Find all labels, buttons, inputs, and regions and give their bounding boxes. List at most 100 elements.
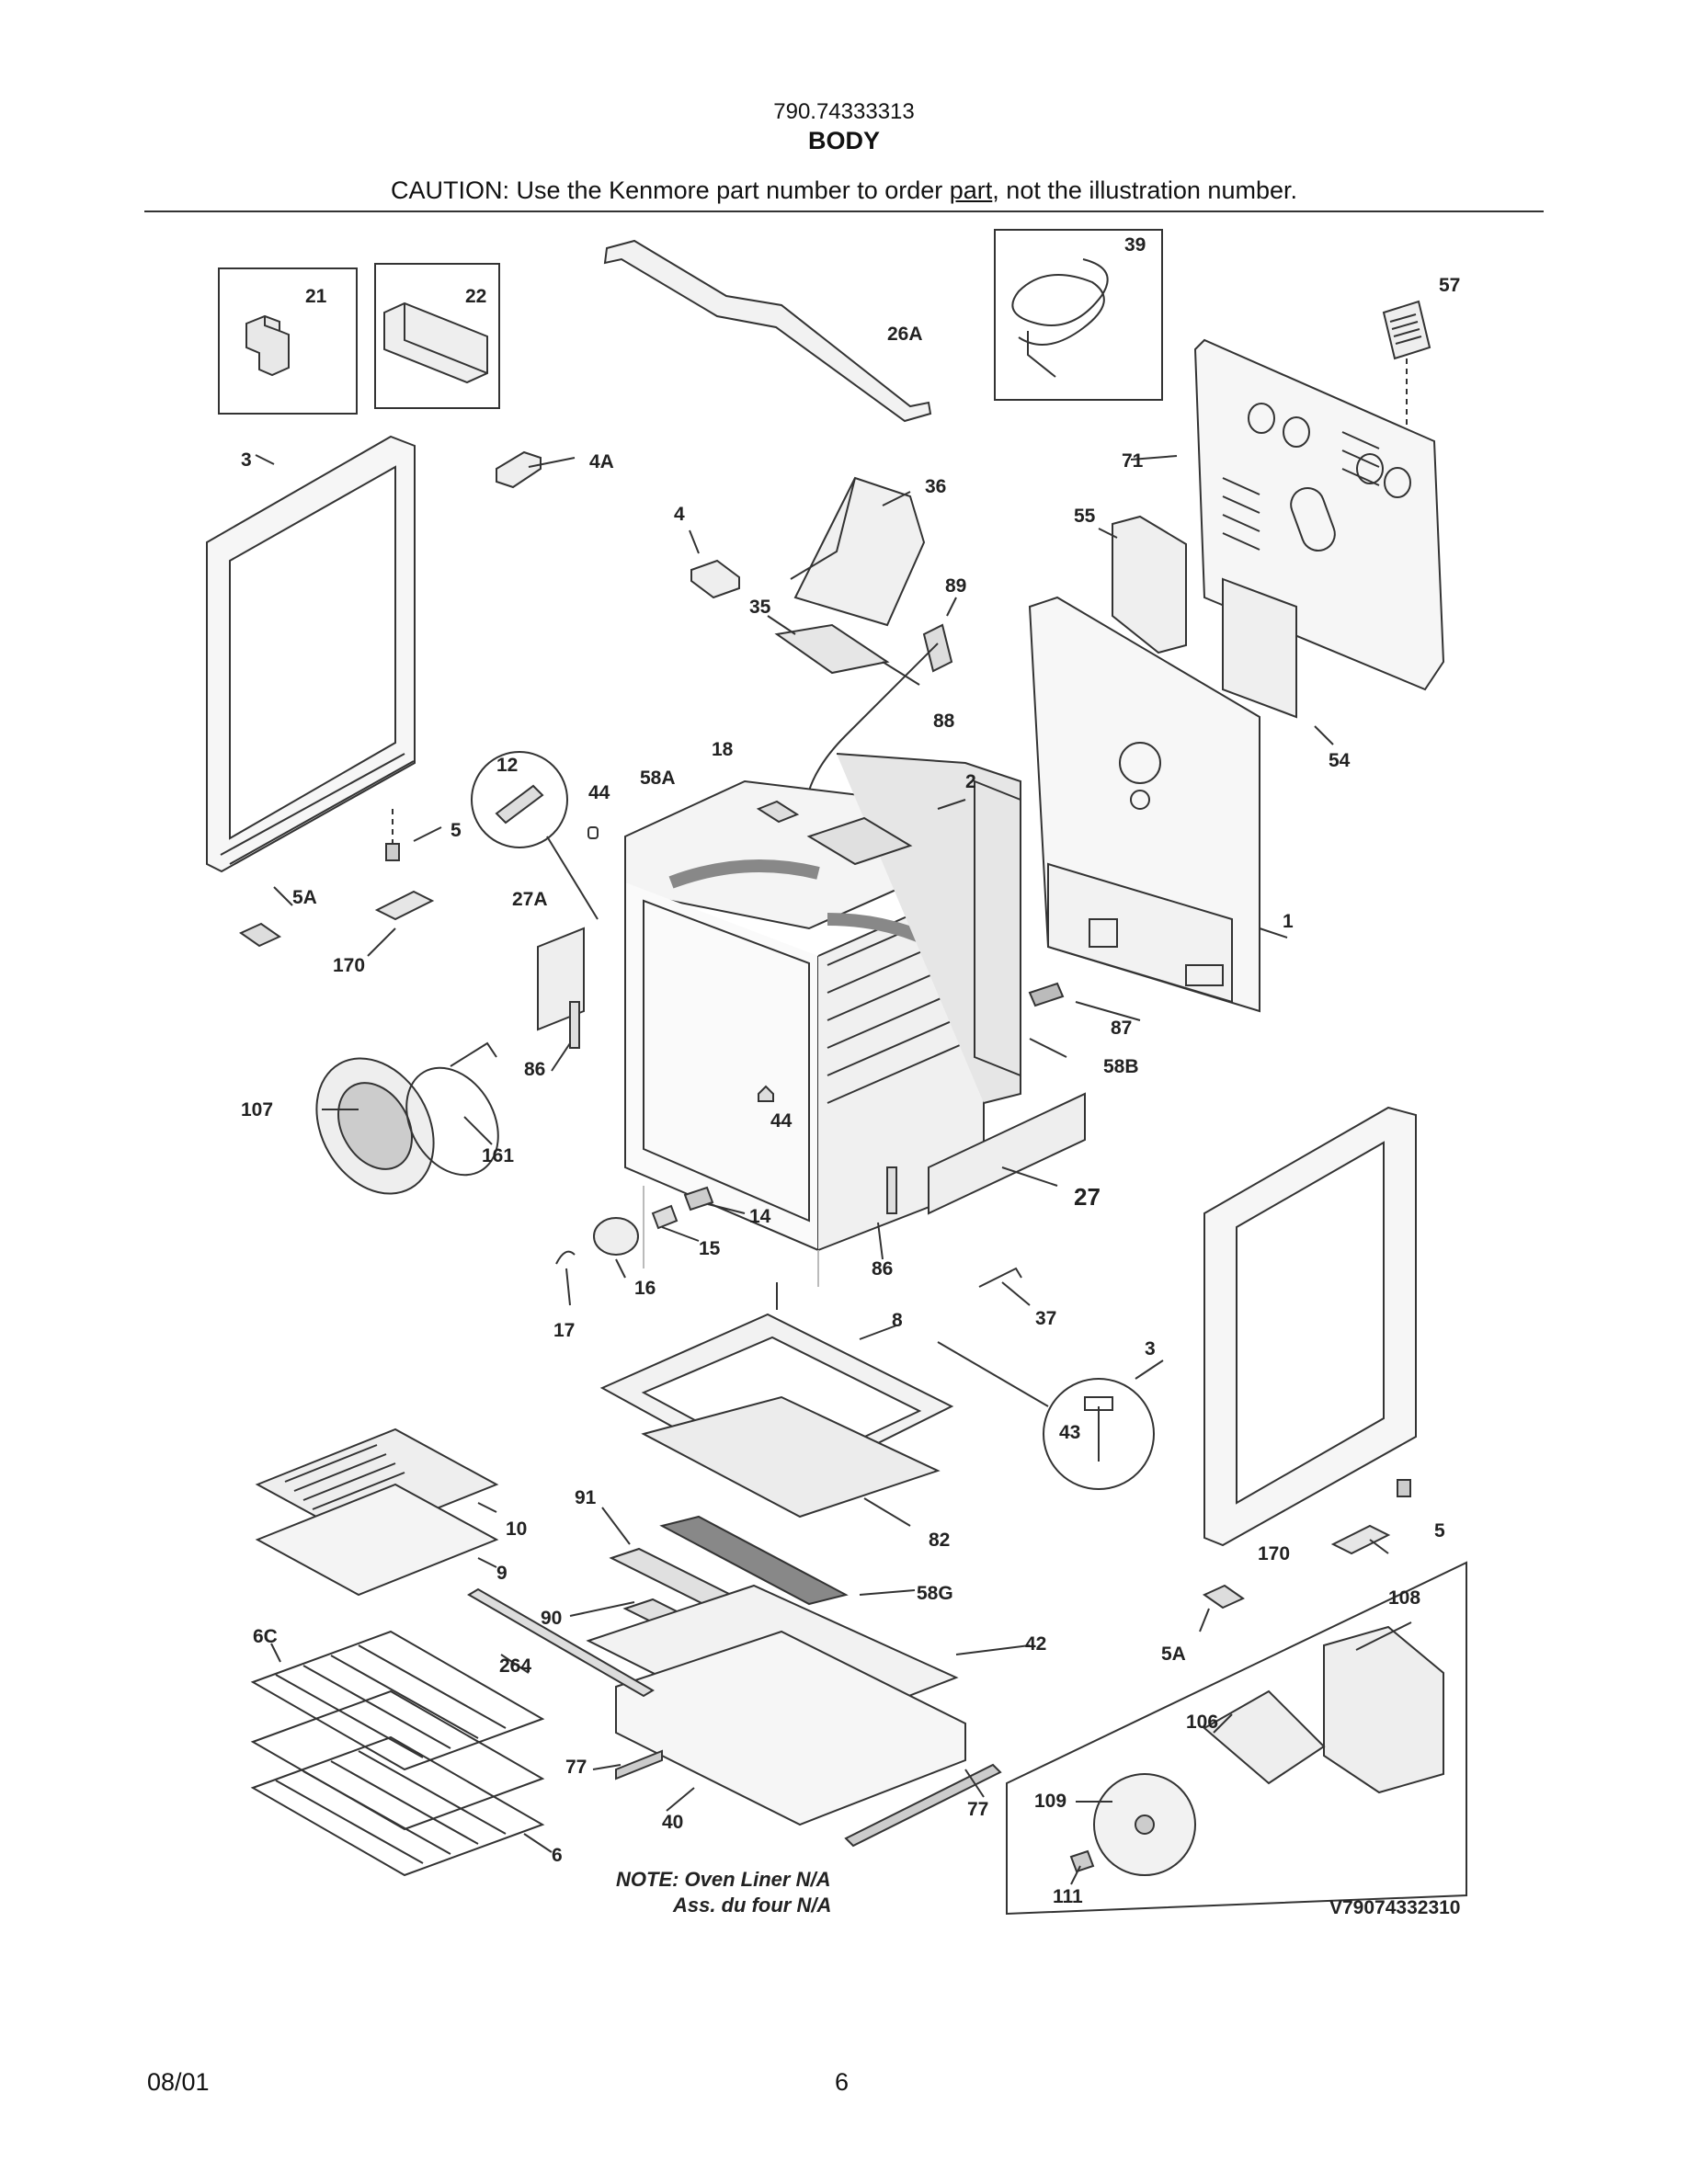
part-3-right-side-panel	[1203, 1106, 1417, 1547]
part-22-box	[374, 263, 500, 409]
callout-55: 55	[1074, 506, 1096, 527]
callout-111: 111	[1053, 1886, 1083, 1907]
callout-4A: 4A	[589, 451, 614, 472]
part-16-lens	[593, 1217, 639, 1256]
callout-89: 89	[945, 575, 966, 597]
part-108-fan-motor	[1323, 1625, 1444, 1794]
callout-58A: 58A	[640, 768, 676, 789]
callout-77-left: 77	[565, 1757, 587, 1778]
part-107-fan-cover	[315, 1057, 435, 1195]
part-57-vent-plate	[1382, 300, 1431, 450]
callout-109: 109	[1034, 1791, 1066, 1812]
part-87-sensor	[1028, 982, 1065, 1007]
part-77-slide	[615, 1749, 1002, 1848]
callout-6C: 6C	[253, 1626, 278, 1647]
part-54-bracket	[1222, 577, 1297, 719]
part-35-gasket	[774, 623, 890, 675]
part-86-clip	[569, 1001, 897, 1214]
part-21-box	[218, 267, 358, 415]
callout-58G: 58G	[917, 1583, 953, 1604]
part-2-plate	[806, 816, 913, 866]
caution-part-link[interactable]: part	[949, 176, 993, 204]
leader-lines	[255, 454, 1412, 1885]
callout-labels: 21 22 26A 39 57 3 4A 36 71 4 55 35 89 88…	[241, 234, 1460, 1907]
callout-37: 37	[1035, 1308, 1056, 1329]
callout-3-right: 3	[1145, 1338, 1156, 1359]
callout-5A-right: 5A	[1161, 1644, 1186, 1665]
callout-8: 8	[892, 1310, 903, 1331]
part-5A-hinge-receiver	[238, 922, 1246, 1610]
part-40-drawer	[615, 1630, 966, 1826]
part-161-convection-element	[405, 1041, 499, 1177]
callout-170-left: 170	[333, 955, 365, 976]
callout-27A: 27A	[512, 889, 548, 910]
caution-text: CAUTION: Use the Kenmore part number to …	[0, 176, 1688, 205]
callout-44-lower: 44	[770, 1110, 793, 1132]
callout-86-right: 86	[872, 1258, 893, 1280]
callout-16: 16	[634, 1278, 656, 1299]
callout-91: 91	[575, 1487, 597, 1508]
callout-264: 264	[499, 1655, 531, 1677]
caution-prefix: CAUTION: Use the Kenmore part number to …	[391, 176, 950, 204]
callout-87: 87	[1111, 1018, 1132, 1039]
part-15-bulb	[651, 1204, 679, 1230]
callout-6: 6	[552, 1845, 563, 1866]
part-55-bracket	[1112, 515, 1187, 654]
callout-2: 2	[965, 771, 976, 792]
part-27-rail	[928, 1092, 1086, 1215]
caution-suffix: , not the illustration number.	[992, 176, 1297, 204]
callout-15: 15	[699, 1238, 721, 1259]
callout-21: 21	[305, 286, 327, 307]
callout-26A: 26A	[887, 324, 923, 345]
callout-40: 40	[662, 1812, 683, 1833]
header-divider	[144, 210, 1544, 212]
callout-5-right: 5	[1434, 1520, 1445, 1541]
part-4A-clip	[496, 450, 542, 489]
part-106-bracket	[1203, 1689, 1326, 1785]
part-58B-insulation	[974, 779, 1021, 1077]
callout-18: 18	[712, 739, 734, 760]
callout-161: 161	[482, 1145, 514, 1166]
part-89-sensor	[808, 623, 953, 791]
part-26A-bracket	[603, 239, 932, 423]
part-4-bracket	[690, 559, 740, 599]
callout-3-left: 3	[241, 449, 252, 471]
callout-58B: 58B	[1103, 1056, 1139, 1077]
part-43-screw-detail	[937, 1341, 1155, 1490]
part-170-hinge	[374, 890, 1391, 1555]
page-number: 6	[835, 2068, 850, 2096]
part-39-box	[994, 229, 1163, 401]
callout-35: 35	[749, 597, 771, 618]
part-12-detail	[471, 751, 599, 920]
part-17-clip	[555, 1250, 576, 1265]
callout-71: 71	[1122, 450, 1144, 472]
callout-107: 107	[241, 1099, 273, 1120]
callout-39: 39	[1124, 234, 1146, 256]
part-58G-insulation	[659, 1515, 849, 1606]
part-18-clip	[756, 800, 800, 824]
callout-1: 1	[1283, 911, 1294, 932]
part-9-broil-pan	[255, 1483, 499, 1597]
part-1-rear-wall	[1028, 596, 1260, 1013]
callout-77-right: 77	[967, 1799, 988, 1820]
oven-liner-note-fr: Ass. du four N/A	[672, 1894, 831, 1917]
part-5-screw	[385, 809, 1411, 1497]
callout-54: 54	[1329, 750, 1351, 771]
part-44-bumper	[587, 826, 774, 1102]
callout-9: 9	[496, 1563, 508, 1584]
callout-42: 42	[1025, 1633, 1046, 1655]
footer-date: 08/01	[147, 2068, 210, 2096]
part-36-duct	[790, 476, 926, 627]
part-37-wire-tie	[978, 1267, 1022, 1288]
section-title: BODY	[807, 127, 880, 154]
callout-36: 36	[925, 476, 946, 497]
callout-22: 22	[465, 286, 486, 307]
part-82-baffle	[641, 1395, 941, 1519]
part-109-fan-blade	[1093, 1773, 1196, 1876]
callout-170-right: 170	[1258, 1543, 1290, 1564]
callout-12: 12	[496, 755, 518, 776]
callout-90: 90	[541, 1608, 562, 1629]
callout-4: 4	[674, 504, 685, 525]
callout-27: 27	[1074, 1183, 1101, 1211]
